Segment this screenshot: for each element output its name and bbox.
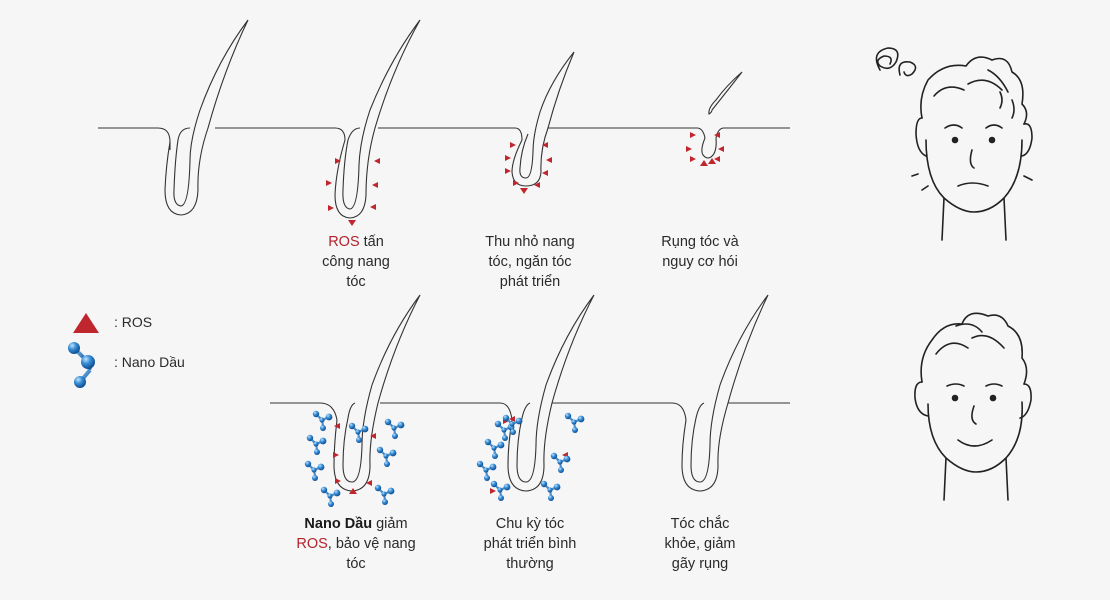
- follicle-7: [681, 294, 769, 492]
- caption-normal-cycle: Chu kỳ tóc phát triển bình thường: [483, 516, 577, 572]
- ros-markers-bottom: [333, 416, 568, 494]
- ros-markers-top: [326, 132, 724, 226]
- caption-follicle-shrink: Thu nhỏ nang tóc, ngăn tóc phát triển: [485, 234, 575, 290]
- caption-nano-reduce-ros: Nano Dầu giảm ROS, bảo vệ nang tóc: [296, 516, 416, 572]
- follicle-6: [507, 294, 595, 492]
- follicle-5: [333, 294, 421, 492]
- skin-line-bottom: [270, 402, 790, 421]
- skin-line-top: [98, 127, 790, 150]
- caption-ros-attack: ROS tấn công nang tóc: [322, 234, 390, 290]
- follicle-1: [164, 19, 249, 216]
- ros-legend-label: : ROS: [114, 314, 153, 330]
- top-row: [98, 19, 790, 219]
- follicle-4: [701, 137, 717, 159]
- ros-term-bottom: ROS: [296, 536, 328, 552]
- nano-legend-label: : Nano Dầu: [114, 354, 185, 370]
- ros-legend-icon: [73, 313, 99, 333]
- follicle-3: [511, 51, 575, 187]
- nano-term: Nano Dầu: [304, 516, 373, 532]
- nano-legend-icon: [66, 340, 97, 390]
- hair-stub-4: [708, 71, 743, 115]
- follicle-2: [334, 19, 421, 219]
- bottom-row: [270, 294, 790, 492]
- ros-term: ROS: [328, 234, 360, 250]
- caption-strong-hair: Tóc chắc khỏe, giảm gãy rụng: [664, 516, 736, 572]
- worried-face-icon: [875, 47, 1033, 241]
- caption-hair-loss: Rụng tóc và nguy cơ hói: [661, 234, 739, 270]
- smiling-face-icon: [914, 312, 1032, 501]
